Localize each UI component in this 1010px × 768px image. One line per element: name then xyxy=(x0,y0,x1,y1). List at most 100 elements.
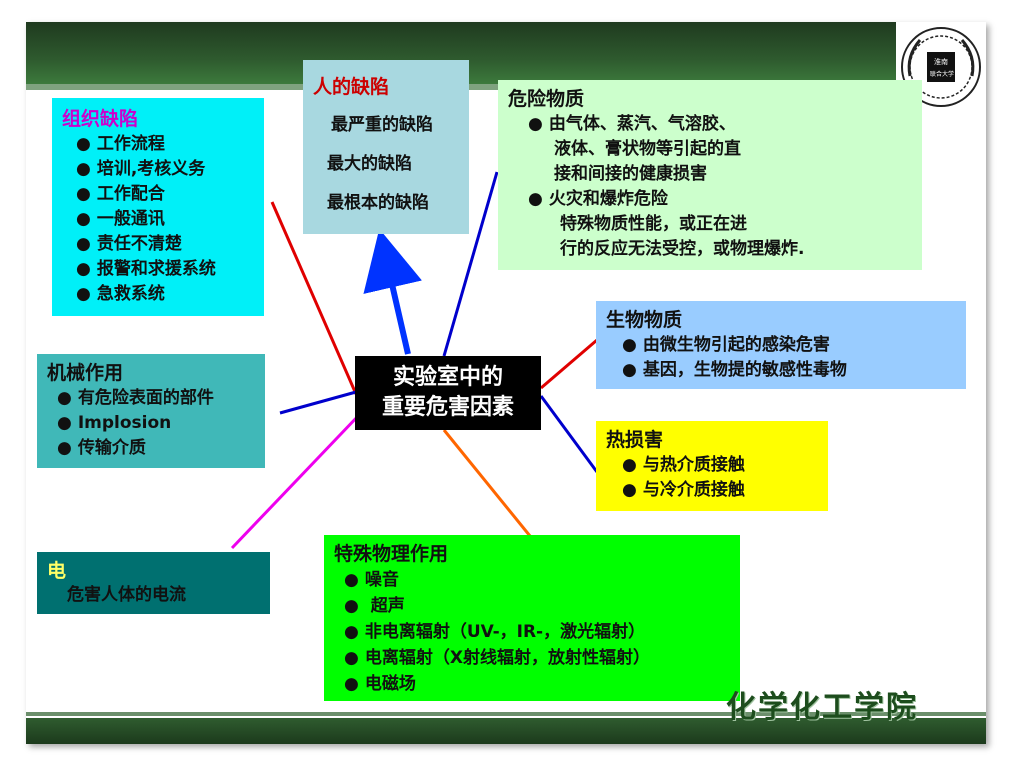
bullet-icon: ● xyxy=(76,259,91,279)
thermal-item-label: 与冷介质接触 xyxy=(642,480,745,500)
mechanical-list: ●有危险表面的部件●Implosion●传输介质 xyxy=(47,386,255,461)
electric-title: 电 xyxy=(47,560,67,582)
center-line-2: 重要危害因素 xyxy=(381,395,514,420)
thermal-item: ●与热介质接触 xyxy=(622,453,818,478)
organization-item-label: 急救系统 xyxy=(96,284,165,304)
mechanical-item: ●Implosion xyxy=(57,411,255,436)
bullet-icon: ● xyxy=(76,234,91,254)
organization-item: ●工作流程 xyxy=(62,132,254,157)
hazardous-box: 危险物质 ●由气体、蒸汽、气溶胶、液体、膏状物等引起的直接和间接的健康损害●火灾… xyxy=(498,80,922,270)
hazardous-list: ●由气体、蒸汽、气溶胶、液体、膏状物等引起的直接和间接的健康损害●火灾和爆炸危险… xyxy=(508,112,912,262)
bullet-icon: ● xyxy=(76,184,91,204)
line-organization xyxy=(270,201,358,395)
mechanical-item: ●有危险表面的部件 xyxy=(57,386,255,411)
thermal-item: ●与冷介质接触 xyxy=(622,478,818,503)
line-biological xyxy=(540,338,598,390)
mechanical-item-label: 有危险表面的部件 xyxy=(77,388,214,408)
bullet-icon: ● xyxy=(76,134,91,154)
mechanical-item-label: Implosion xyxy=(77,413,172,433)
seal-text-bottom: 联合大学 xyxy=(930,70,954,78)
hazardous-item-text: 火灾和爆炸危险 xyxy=(548,189,668,209)
hazardous-item-line: 特殊物质性能，或正在进 xyxy=(528,212,912,237)
organization-list: ●工作流程●培训,考核义务●工作配合●一般通讯●责任不清楚●报警和求援系统●急救… xyxy=(62,132,254,307)
physical-item-label: 非电离辐射（UV-，IR-，激光辐射） xyxy=(364,622,646,642)
center-line-1: 实验室中的 xyxy=(392,365,503,390)
human-defect-list: 最严重的缺陷最大的缺陷最根本的缺陷 xyxy=(313,106,459,223)
physical-item-label: 电磁场 xyxy=(364,674,416,694)
mechanical-item: ●传输介质 xyxy=(57,436,255,461)
organization-item: ●急救系统 xyxy=(62,282,254,307)
line-thermal xyxy=(539,395,599,473)
hazardous-title: 危险物质 xyxy=(508,88,585,110)
thermal-list: ●与热介质接触●与冷介质接触 xyxy=(606,453,818,503)
physical-item-label: 噪音 xyxy=(364,570,399,590)
mechanical-box: 机械作用 ●有危险表面的部件●Implosion●传输介质 xyxy=(37,354,265,468)
physical-item: ● 超声 xyxy=(344,593,730,619)
human-defect-line: 最根本的缺陷 xyxy=(327,193,429,213)
hazardous-item-text: 液体、膏状物等引起的直 xyxy=(554,139,741,159)
hazardous-item-line: ●火灾和爆炸危险 xyxy=(528,187,912,212)
bullet-icon: ● xyxy=(622,480,637,500)
organization-box: 组织缺陷 ●工作流程●培训,考核义务●工作配合●一般通讯●责任不清楚●报警和求援… xyxy=(52,98,264,316)
organization-item-label: 报警和求援系统 xyxy=(96,259,216,279)
bullet-icon: ● xyxy=(57,438,72,458)
bullet-icon: ● xyxy=(528,189,543,209)
thermal-box: 热损害 ●与热介质接触●与冷介质接触 xyxy=(596,421,828,511)
organization-title: 组织缺陷 xyxy=(62,108,139,130)
thermal-title: 热损害 xyxy=(606,429,664,451)
line-physical xyxy=(442,429,532,537)
footer-stripe xyxy=(26,712,986,716)
bullet-icon: ● xyxy=(76,284,91,304)
hazardous-item-line: 液体、膏状物等引起的直 xyxy=(528,137,912,162)
bullet-icon: ● xyxy=(57,413,72,433)
mechanical-item-label: 传输介质 xyxy=(77,438,146,458)
organization-item: ●报警和求援系统 xyxy=(62,257,254,282)
mechanical-title: 机械作用 xyxy=(47,362,124,384)
footer-bar xyxy=(26,718,986,744)
footer-college-name: 化学化工学院 xyxy=(726,690,918,725)
biological-item-label: 基因，生物提的敏感性毒物 xyxy=(642,360,847,380)
bullet-icon: ● xyxy=(57,388,72,408)
physical-item-label: 超声 xyxy=(364,596,405,616)
physical-item-label: 电离辐射（X射线辐射，放射性辐射） xyxy=(364,648,650,668)
organization-item-label: 工作流程 xyxy=(96,134,165,154)
organization-item: ●培训,考核义务 xyxy=(62,157,254,182)
physical-title: 特殊物理作用 xyxy=(334,543,449,565)
physical-item: ●电磁场 xyxy=(344,671,730,697)
hazardous-item-text: 由气体、蒸汽、气溶胶、 xyxy=(548,114,736,134)
organization-item: ●一般通讯 xyxy=(62,207,254,232)
biological-list: ●由微生物引起的感染危害●基因，生物提的敏感性毒物 xyxy=(606,333,956,383)
line-hazardous xyxy=(442,171,499,357)
physical-item: ●电离辐射（X射线辐射，放射性辐射） xyxy=(344,645,730,671)
line-mechanical xyxy=(279,390,357,415)
hazardous-item-text: 行的反应无法受控，或物理爆炸. xyxy=(560,239,805,259)
biological-item: ●基因，生物提的敏感性毒物 xyxy=(622,358,956,383)
biological-title: 生物物质 xyxy=(606,309,683,331)
bullet-icon: ● xyxy=(344,596,359,616)
bullet-icon: ● xyxy=(76,159,91,179)
bullet-icon: ● xyxy=(344,622,359,642)
bullet-icon: ● xyxy=(622,455,637,475)
bullet-icon: ● xyxy=(528,114,543,134)
biological-box: 生物物质 ●由微生物引起的感染危害●基因，生物提的敏感性毒物 xyxy=(596,301,966,389)
electric-box: 电 危害人体的电流 xyxy=(37,552,270,614)
human-defect-title: 人的缺陷 xyxy=(313,76,390,98)
bullet-icon: ● xyxy=(344,570,359,590)
thermal-item-label: 与热介质接触 xyxy=(642,455,745,475)
bullet-icon: ● xyxy=(622,360,637,380)
organization-item-label: 一般通讯 xyxy=(96,209,165,229)
physical-item: ●噪音 xyxy=(344,567,730,593)
organization-item-label: 工作配合 xyxy=(96,184,165,204)
organization-item: ●责任不清楚 xyxy=(62,232,254,257)
bullet-icon: ● xyxy=(344,648,359,668)
electric-line: 危害人体的电流 xyxy=(67,585,186,605)
organization-item-label: 责任不清楚 xyxy=(96,234,182,254)
human-defect-line: 最大的缺陷 xyxy=(327,154,412,174)
physical-box: 特殊物理作用 ●噪音● 超声●非电离辐射（UV-，IR-，激光辐射）●电离辐射（… xyxy=(324,535,740,701)
arrow-human xyxy=(363,228,422,355)
bullet-icon: ● xyxy=(622,335,637,355)
organization-item: ●工作配合 xyxy=(62,182,254,207)
hazardous-item-line: 行的反应无法受控，或物理爆炸. xyxy=(528,237,912,262)
line-electric xyxy=(230,412,362,550)
